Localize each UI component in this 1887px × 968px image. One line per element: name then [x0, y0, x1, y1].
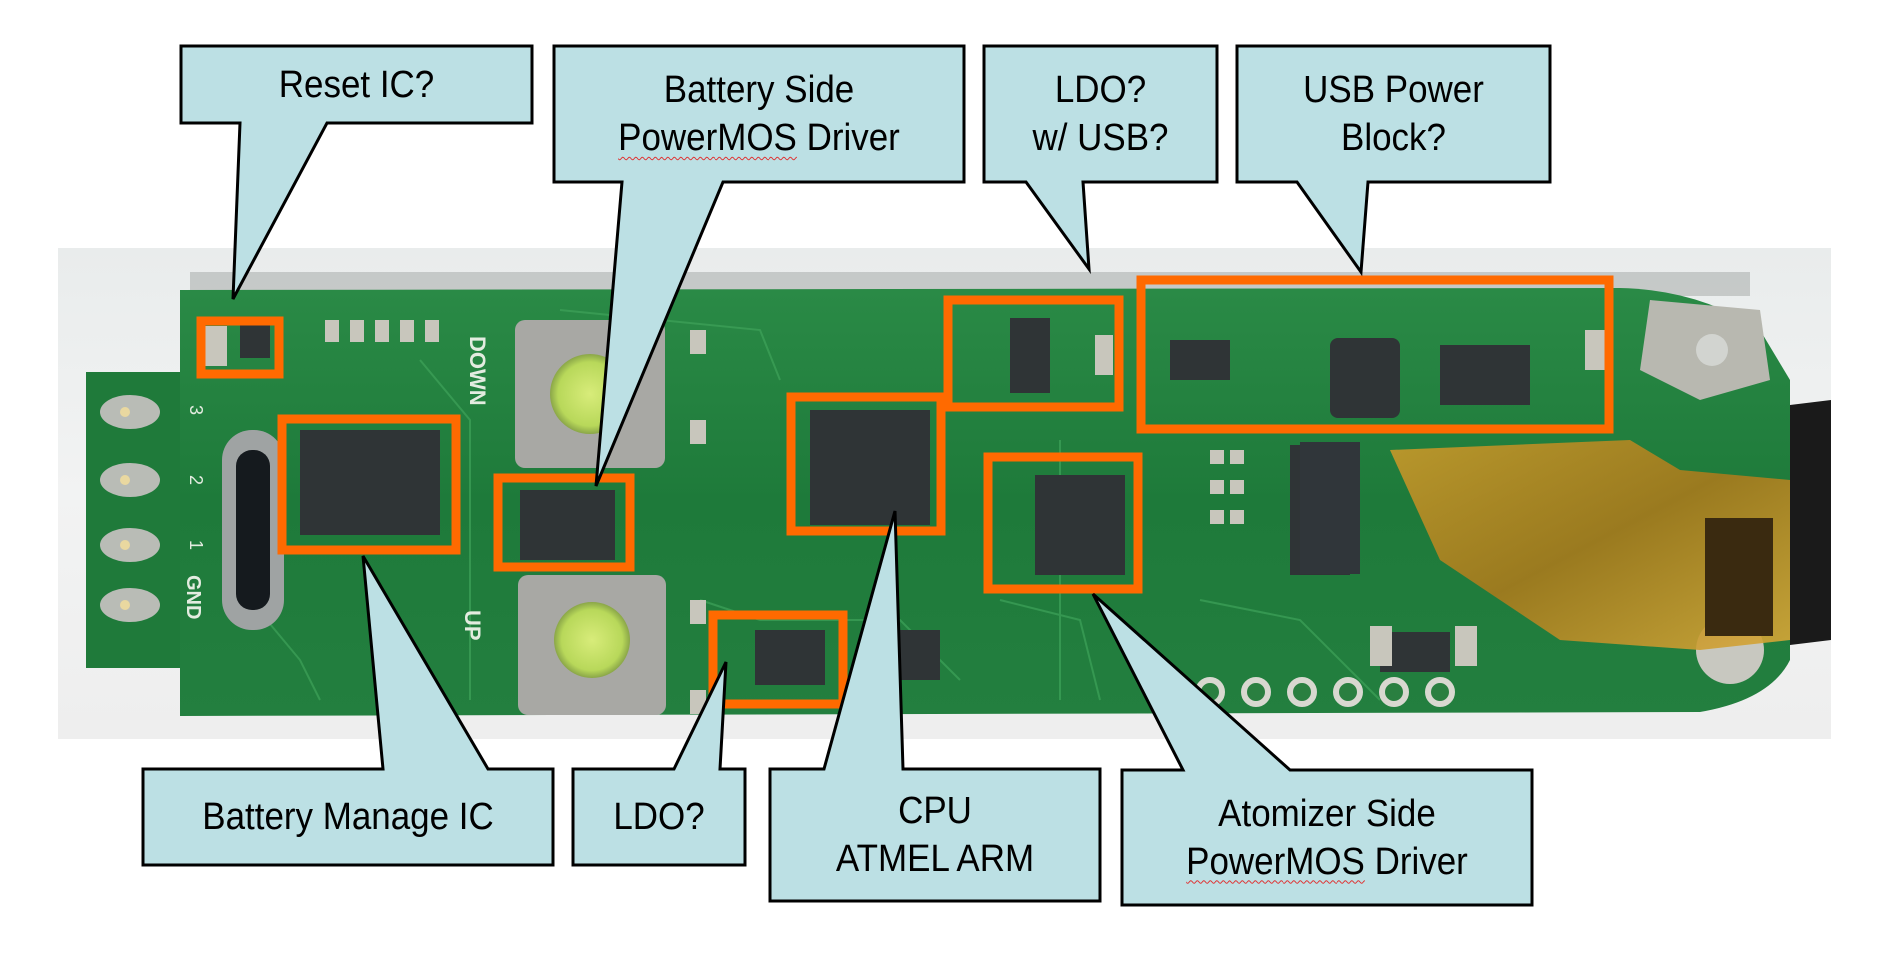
callout-label-line1: USB Power [1303, 69, 1484, 111]
callout-label-line1: Atomizer Side [1218, 792, 1436, 835]
up-button [518, 575, 666, 715]
callout-label-line1: CPU [898, 790, 972, 832]
highlight-battery-side-powermos[interactable] [493, 473, 635, 572]
highlight-ldo-usb[interactable] [943, 295, 1124, 412]
callouts [141, 44, 1552, 907]
spellcheck-underline: PowerMOS [1186, 840, 1365, 883]
callout-label-line2: w/ USB? [1032, 117, 1169, 159]
callout-cpu: CPU ATMEL ARM [783, 769, 1087, 901]
highlight-cpu[interactable] [786, 392, 946, 536]
callout-label-line2: PowerMOS Driver [1186, 840, 1468, 883]
callout-label-line1: Battery Side [663, 69, 855, 111]
silk-pin3: 3 [186, 405, 206, 415]
highlight-boxes [196, 275, 1614, 709]
callout-label-line1: LDO? [1054, 69, 1147, 111]
black-connector [1790, 400, 1831, 645]
highlight-ldo[interactable] [708, 610, 848, 709]
callout-battery-side-powermos: Battery Side PowerMOS Driver [570, 46, 947, 182]
callout-shape-ldo [571, 661, 747, 867]
callout-atomizer-side-powermos: Atomizer Side PowerMOS Driver [1138, 770, 1515, 905]
highlight-atomizer-side-powermos[interactable] [983, 452, 1143, 594]
highlight-usb-power-block[interactable] [1136, 275, 1614, 434]
callout-label: LDO? [613, 796, 705, 838]
fpc-connector [1300, 442, 1360, 574]
silk-gnd: GND [182, 575, 204, 619]
callout-shape-battery-side-powermos [552, 44, 966, 487]
callout-ldo-usb: LDO? w/ USB? [993, 46, 1207, 182]
callout-label-line2: Block? [1341, 117, 1446, 159]
callout-usb-power-block: USB Power Block? [1250, 46, 1538, 182]
flex-cable [1390, 440, 1790, 650]
callout-label: Battery Manage IC [202, 796, 494, 838]
callout-shape-atomizer-side-powermos [1091, 592, 1534, 907]
pads [1195, 677, 1455, 707]
passive-components [205, 320, 1605, 714]
callout-shape-cpu [768, 510, 1102, 903]
header-pins [100, 395, 160, 622]
silk-pin2: 2 [186, 475, 206, 485]
callout-shape-ldo-usb [982, 44, 1219, 275]
silk-down: DOWN [465, 336, 490, 406]
callout-shape-usb-power-block [1235, 44, 1552, 277]
callout-shape-battery-manage-ic [141, 555, 555, 867]
flex-connector [1705, 518, 1773, 636]
highlight-reset-ic[interactable] [196, 316, 284, 379]
callout-ldo: LDO? [580, 769, 738, 865]
highlight-battery-manage-ic[interactable] [277, 414, 461, 555]
callout-battery-manage-ic: Battery Manage IC [159, 769, 536, 865]
spellcheck-underline: PowerMOS [618, 117, 797, 159]
callout-label-line2: PowerMOS Driver [618, 117, 900, 159]
callout-label: Reset IC? [278, 63, 435, 106]
callout-label-line2: ATMEL ARM [835, 838, 1035, 880]
callout-reset-ic: Reset IC? [195, 46, 518, 123]
silk-up: UP [460, 610, 485, 641]
callout-shape-reset-ic [179, 44, 534, 300]
silk-pin1: 1 [186, 540, 206, 550]
